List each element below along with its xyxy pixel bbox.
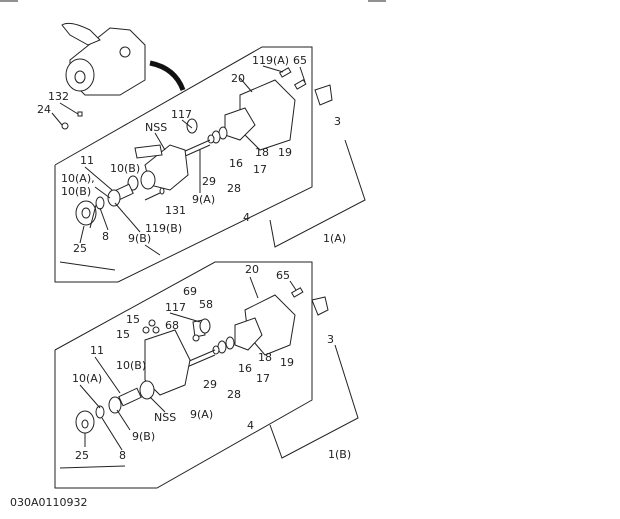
callout: 15 bbox=[126, 313, 140, 326]
callout: 58 bbox=[199, 298, 213, 311]
callout: 20 bbox=[231, 72, 245, 85]
callout: 24 bbox=[37, 103, 51, 116]
callout: 17 bbox=[253, 163, 267, 176]
leader-lines bbox=[51, 65, 306, 469]
callout: 29 bbox=[202, 175, 216, 188]
callout: 10(A), bbox=[61, 172, 95, 185]
callout: 10(B) bbox=[116, 359, 146, 372]
callout: 68 bbox=[165, 319, 179, 332]
callout: 18 bbox=[258, 351, 272, 364]
assembled-pump-illustration bbox=[61, 22, 186, 96]
lower-labels: 20 65 69 117 58 15 68 15 3 11 10(B) 10(A… bbox=[72, 263, 351, 462]
callout: 28 bbox=[227, 388, 241, 401]
callout: 9(B) bbox=[132, 430, 155, 443]
bracket-1b bbox=[269, 344, 359, 459]
callout: 16 bbox=[238, 362, 252, 375]
upper-group-box bbox=[54, 46, 313, 283]
callout: NSS bbox=[145, 121, 167, 134]
callout: 3 bbox=[327, 333, 334, 346]
callout: 11 bbox=[80, 154, 94, 167]
callout: 8 bbox=[119, 449, 126, 462]
bracket-1a bbox=[269, 139, 366, 248]
lower-parts bbox=[75, 287, 329, 434]
callout: 117 bbox=[165, 301, 186, 314]
callout: 19 bbox=[278, 146, 292, 159]
upper-labels: 119(A) 65 20 132 24 117 NSS 18 19 16 17 … bbox=[37, 54, 346, 255]
callout: 25 bbox=[75, 449, 89, 462]
callout: 17 bbox=[256, 372, 270, 385]
callout: 117 bbox=[171, 108, 192, 121]
callout: 65 bbox=[276, 269, 290, 282]
callout: 9(A) bbox=[192, 193, 215, 206]
callout: 28 bbox=[227, 182, 241, 195]
callout: 25 bbox=[73, 242, 87, 255]
lower-group-box bbox=[54, 261, 313, 489]
callout: 10(B) bbox=[61, 185, 91, 198]
callout: 9(A) bbox=[190, 408, 213, 421]
upper-parts bbox=[61, 67, 333, 226]
callout: 15 bbox=[116, 328, 130, 341]
callout: 16 bbox=[229, 157, 243, 170]
callout: 119(A) bbox=[252, 54, 289, 67]
callout: 11 bbox=[90, 344, 104, 357]
assembly-label-1b: 1(B) bbox=[328, 448, 351, 461]
callout: 19 bbox=[280, 356, 294, 369]
callout: 9(B) bbox=[128, 232, 151, 245]
callout: 20 bbox=[245, 263, 259, 276]
callout: NSS bbox=[154, 411, 176, 424]
callout: 4 bbox=[243, 211, 250, 224]
callout: 18 bbox=[255, 146, 269, 159]
diagram-code: 030A0110932 bbox=[10, 496, 88, 509]
callout: 8 bbox=[102, 230, 109, 243]
callout: 4 bbox=[247, 419, 254, 432]
assembly-label-1a: 1(A) bbox=[323, 232, 346, 245]
callout: 10(A) bbox=[72, 372, 102, 385]
callout: 65 bbox=[293, 54, 307, 67]
callout: 132 bbox=[48, 90, 69, 103]
callout: 3 bbox=[334, 115, 341, 128]
callout: 10(B) bbox=[110, 162, 140, 175]
callout: 69 bbox=[183, 285, 197, 298]
callout: 131 bbox=[165, 204, 186, 217]
callout: 29 bbox=[203, 378, 217, 391]
callout: 119(B) bbox=[145, 222, 182, 235]
